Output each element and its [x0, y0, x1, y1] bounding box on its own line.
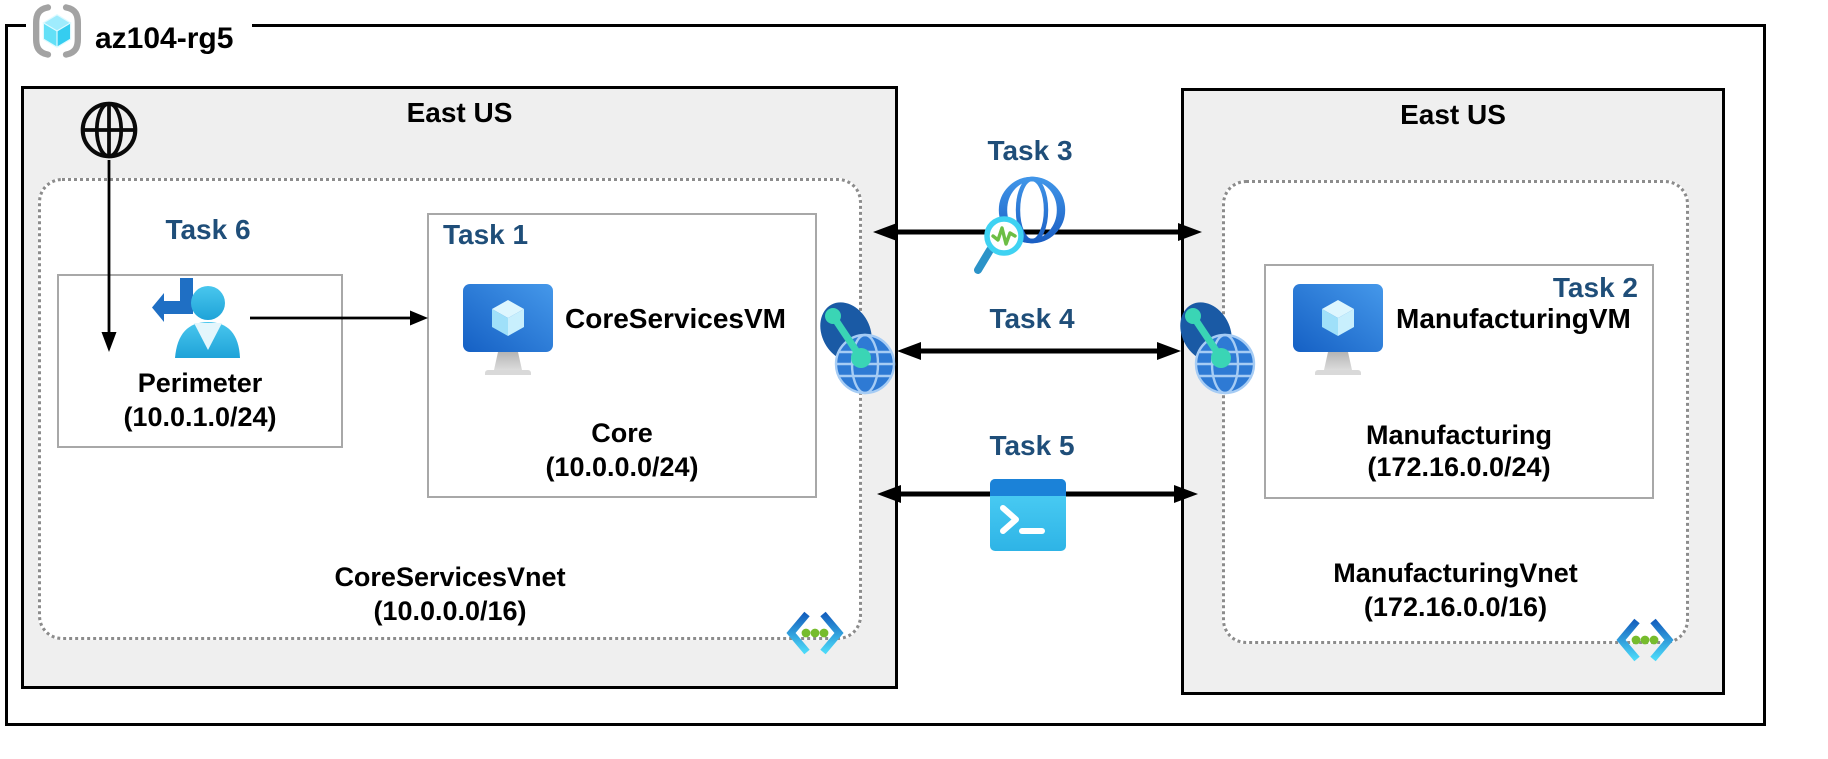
region-label-left: East US: [406, 97, 513, 128]
core-subnet-cidr: (10.0.0.0/24): [545, 452, 699, 482]
perimeter-to-core-arrow: [250, 308, 428, 328]
task3-peering-arrow: [873, 220, 1202, 244]
manufacturing-vm-name: ManufacturingVM: [1396, 303, 1631, 334]
perimeter-subnet-name: Perimeter: [137, 368, 263, 398]
manufacturing-subnet-cidr: (172.16.0.0/24): [1367, 452, 1551, 482]
task3-label: Task 3: [987, 135, 1073, 166]
internet-down-arrow: [99, 160, 119, 352]
core-vm-name: CoreServicesVM: [565, 303, 787, 334]
resource-group-border-gap: [26, 18, 252, 34]
task5-label: Task 5: [989, 430, 1075, 461]
task4-peering-arrow: [897, 339, 1181, 363]
network-watcher-icon: [966, 176, 1076, 290]
cloud-shell-icon: [990, 479, 1066, 551]
vnet-peering-icon-right: [1173, 302, 1263, 402]
resource-group-name: az104-rg5: [95, 22, 234, 55]
region-label-right: East US: [1400, 99, 1506, 130]
task4-label: Task 4: [989, 303, 1075, 334]
core-subnet-box: [427, 213, 817, 498]
vnet-cidr-right: (172.16.0.0/16): [1363, 592, 1548, 622]
manufacturing-subnet-name: Manufacturing: [1366, 420, 1552, 450]
resource-group-icon: [28, 2, 86, 60]
vnet-name-right: ManufacturingVnet: [1333, 558, 1578, 588]
task6-label: Task 6: [165, 214, 251, 245]
task1-label: Task 1: [443, 219, 529, 250]
vnet-cidr-left: (10.0.0.0/16): [373, 596, 527, 626]
virtual-network-icon-left: [786, 611, 844, 655]
vnet-name-left: CoreServicesVnet: [334, 562, 566, 592]
virtual-machine-icon-manufacturing: [1292, 283, 1384, 379]
internet-globe-icon: [79, 100, 139, 160]
task2-label: Task 2: [1552, 272, 1638, 303]
virtual-machine-icon-core: [462, 283, 554, 379]
perimeter-subnet-cidr: (10.0.1.0/24): [123, 402, 277, 432]
signin-user-icon: [152, 276, 240, 360]
core-subnet-name: Core: [591, 418, 653, 448]
virtual-network-icon-right: [1616, 618, 1674, 662]
vnet-peering-icon-left: [813, 302, 903, 402]
